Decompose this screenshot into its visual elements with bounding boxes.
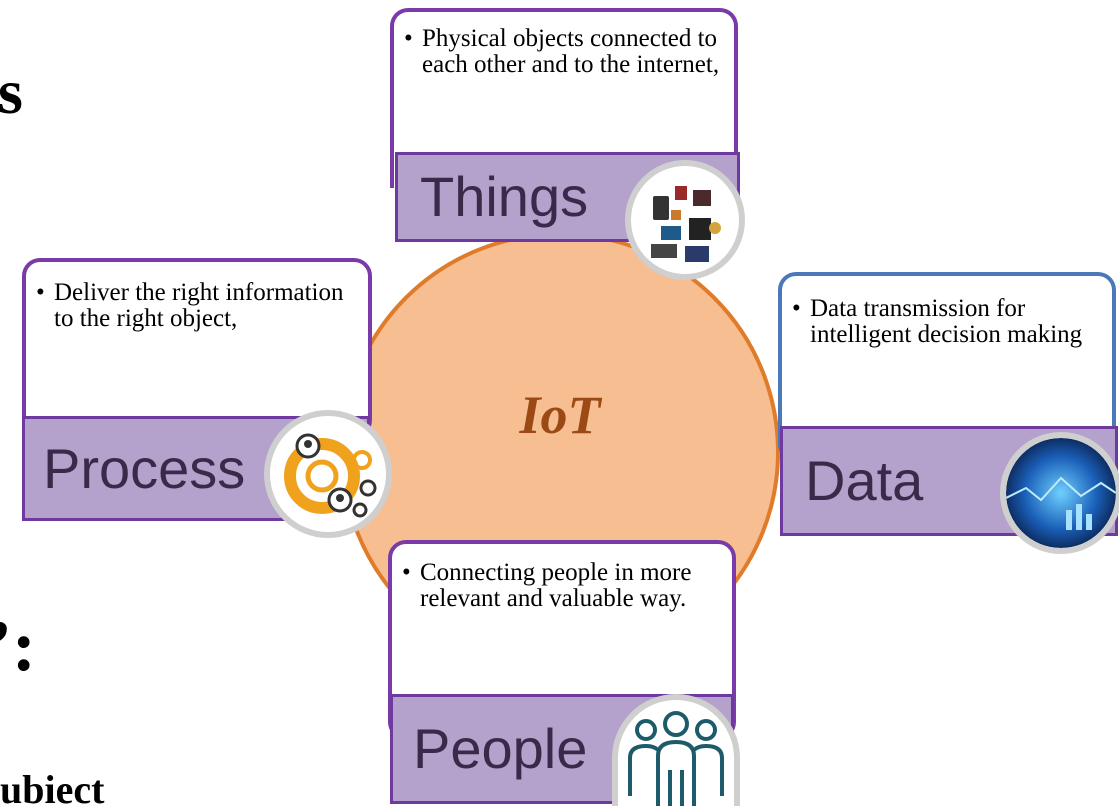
things-title: Things: [420, 165, 589, 228]
people-group-icon: [612, 694, 740, 806]
data-title: Data: [805, 449, 924, 512]
edge-fragment-bottom: ubiect: [0, 767, 105, 812]
devices-collage-icon: [625, 160, 745, 280]
edge-fragment-mid: ’:: [0, 606, 36, 686]
data-bullet: Data transmission for intelligent decisi…: [786, 296, 1106, 348]
people-bullet: Connecting people in more relevant and v…: [396, 560, 726, 612]
process-title: Process: [43, 436, 246, 500]
things-bullet: Physical objects connected to each other…: [398, 26, 724, 78]
edge-fragment-top: s: [0, 56, 23, 127]
people-title: People: [413, 717, 588, 780]
process-bullet: Deliver the right information to the rig…: [30, 280, 362, 332]
process-card: Deliver the right information to the rig…: [22, 258, 372, 438]
gears-people-icon: [264, 410, 392, 538]
digital-globe-icon: [1000, 432, 1119, 554]
iot-center-label: IoT: [519, 385, 601, 445]
